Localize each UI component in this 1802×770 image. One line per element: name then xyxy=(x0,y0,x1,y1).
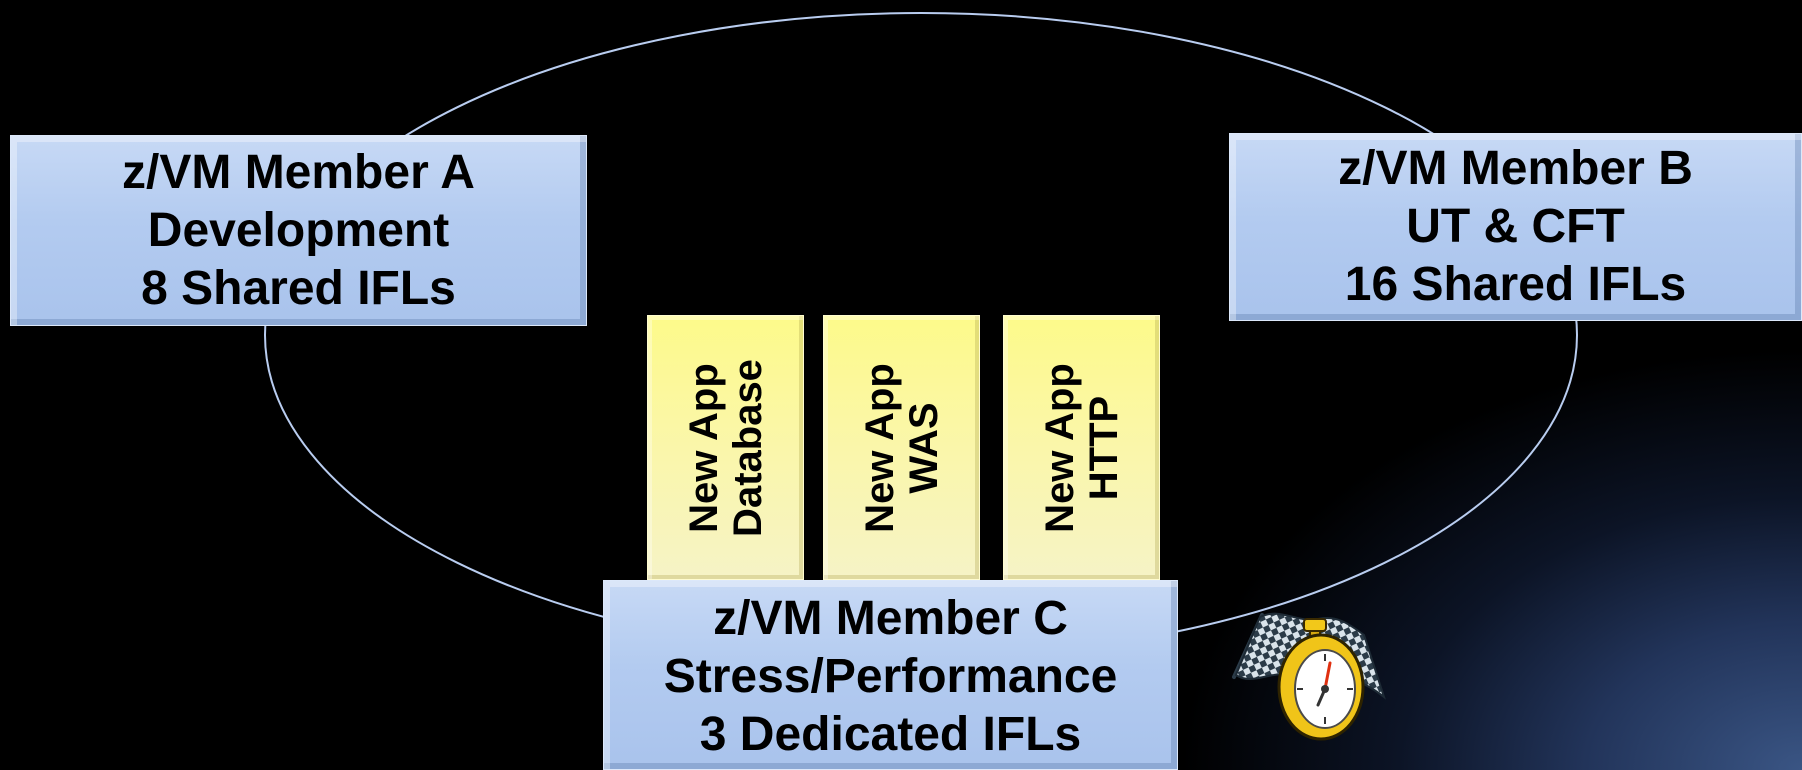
app-database-box: New App Database xyxy=(647,315,804,580)
member-c-title: z/VM Member C xyxy=(713,592,1068,645)
member-b-ifls: 16 Shared IFLs xyxy=(1344,258,1687,311)
app-was-line-1: New App xyxy=(857,362,902,533)
app-was-line-2: WAS xyxy=(901,401,946,494)
stopwatch-checkered-flag-icon xyxy=(1232,612,1386,741)
member-b-title: z/VM Member B xyxy=(1338,142,1693,195)
member-a-box: z/VM Member A Development 8 Shared IFLs xyxy=(10,135,587,326)
member-c-ifls: 3 Dedicated IFLs xyxy=(699,708,1082,761)
member-b-role: UT & CFT xyxy=(1406,200,1625,253)
app-database-line-1: New App xyxy=(681,362,726,533)
app-http-box: New App HTTP xyxy=(1003,315,1160,580)
member-a-ifls: 8 Shared IFLs xyxy=(141,261,456,315)
app-http-line-2: HTTP xyxy=(1081,395,1126,500)
app-database-line-2: Database xyxy=(725,358,770,537)
app-http-line-1: New App xyxy=(1037,362,1082,533)
member-c-box: z/VM Member C Stress/Performance 3 Dedic… xyxy=(603,580,1178,770)
member-a-role: Development xyxy=(147,203,450,257)
member-a-title: z/VM Member A xyxy=(122,145,475,199)
app-was-box: New App WAS xyxy=(823,315,980,580)
member-b-box: z/VM Member B UT & CFT 16 Shared IFLs xyxy=(1229,133,1802,321)
member-c-role: Stress/Performance xyxy=(663,650,1118,703)
